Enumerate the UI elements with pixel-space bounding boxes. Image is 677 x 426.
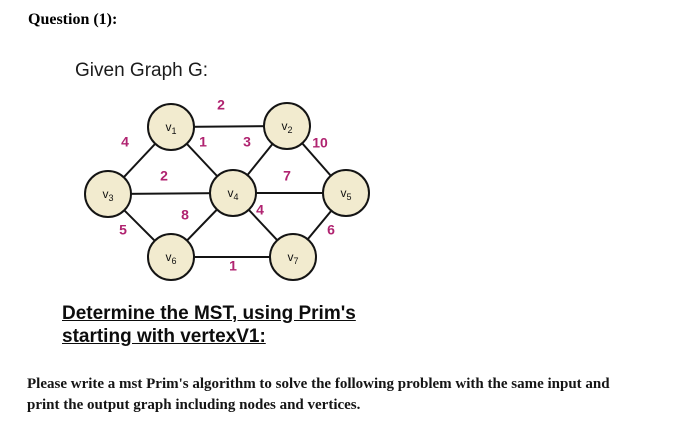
edge-weight-v2-v5: 10 (312, 135, 328, 151)
edge-weight-v2-v4: 3 (243, 134, 251, 150)
edge-weight-v4-v5: 7 (283, 168, 291, 184)
edge-v4-v7 (232, 192, 294, 258)
vertex-label-v3: v3 (102, 187, 113, 203)
edge-weight-v5-v7: 6 (327, 222, 335, 238)
vertex-circle-v1 (147, 103, 195, 151)
edge-weight-v1-v3: 4 (121, 134, 129, 150)
instruction-line2: print the output graph including nodes a… (27, 397, 361, 413)
vertex-v1: v1 (147, 103, 195, 151)
edge-weight-v1-v2: 2 (217, 97, 225, 113)
edge-weight-v3-v6: 5 (119, 222, 127, 238)
edge-v3-v4 (107, 192, 234, 195)
edge-v5-v7 (292, 192, 347, 258)
edge-v2-v5 (286, 125, 347, 194)
vertex-label-v7: v7 (287, 250, 298, 266)
vertex-v6: v6 (147, 233, 195, 281)
vertex-v4: v4 (209, 169, 257, 217)
vertex-label-v4: v4 (227, 186, 238, 202)
edge-weight-v4-v7: 4 (256, 202, 264, 218)
edge-weight-v4-v6: 8 (181, 207, 189, 223)
mst-heading-line2: starting with vertexV1: (62, 326, 266, 347)
edge-v3-v6 (107, 193, 172, 258)
vertex-label-v2: v2 (281, 119, 292, 135)
edge-v1-v4 (170, 126, 234, 194)
mst-heading-line1: Determine the MST, using Prim's (62, 303, 356, 324)
edge-v1-v3 (107, 126, 172, 195)
vertex-circle-v4 (209, 169, 257, 217)
edge-v4-v6 (170, 192, 234, 258)
vertex-circle-v2 (263, 102, 311, 150)
vertex-circle-v6 (147, 233, 195, 281)
vertex-v2: v2 (263, 102, 311, 150)
vertex-v7: v7 (269, 233, 317, 281)
mst-heading: Determine the MST, using Prim's starting… (62, 302, 356, 348)
vertex-circle-v7 (269, 233, 317, 281)
edge-weight-v6-v7: 1 (229, 258, 237, 274)
edge-weight-v3-v4: 2 (160, 168, 168, 184)
question-label: Question (1): (28, 11, 118, 28)
edge-weight-v1-v4: 1 (199, 134, 207, 150)
vertex-v5: v5 (322, 169, 370, 217)
vertex-circle-v5 (322, 169, 370, 217)
vertex-v3: v3 (84, 170, 132, 218)
instruction-text: Please write a mst Prim's algorithm to s… (27, 374, 610, 416)
vertex-label-v5: v5 (340, 186, 351, 202)
vertex-circle-v3 (84, 170, 132, 218)
edge-v2-v4 (232, 125, 288, 194)
graph-caption: Given Graph G: (75, 60, 209, 81)
vertex-label-v1: v1 (165, 120, 176, 136)
edge-v1-v2 (170, 125, 288, 128)
vertex-label-v6: v6 (165, 250, 176, 266)
instruction-line1: Please write a mst Prim's algorithm to s… (27, 376, 610, 392)
